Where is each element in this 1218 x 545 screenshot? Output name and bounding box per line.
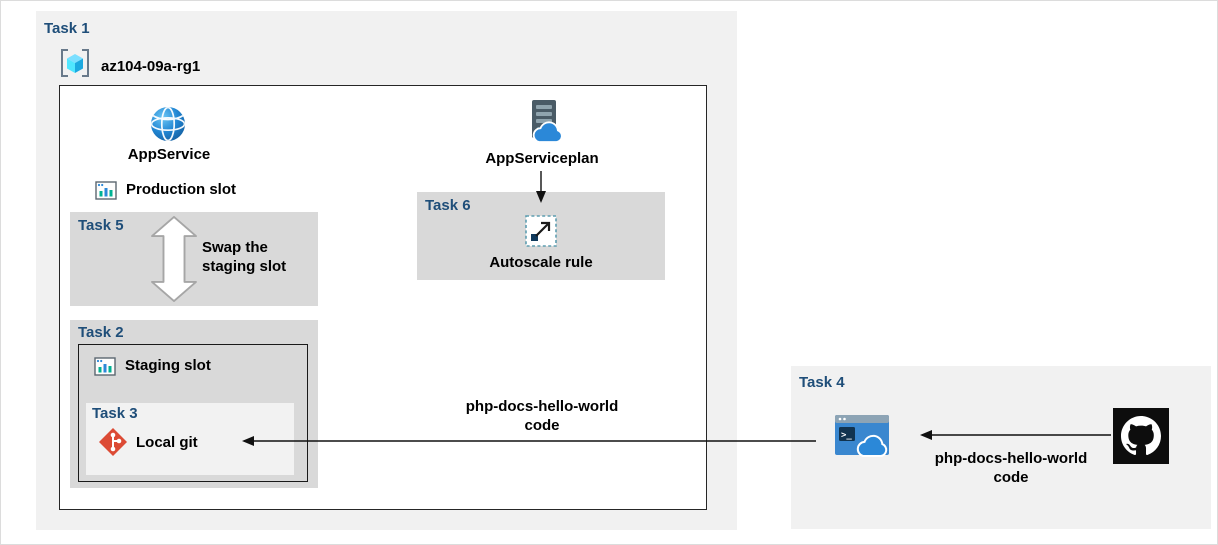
resource-group-box: AppService AppServiceplan [59,85,707,510]
task2-inner-box: Staging slot Task 3 [78,344,308,482]
task5-label: Task 5 [78,217,124,234]
task6-label: Task 6 [425,197,471,214]
app-service-plan-icon [517,98,569,150]
task4-code-label: php-docs-hello-world code [934,450,1088,486]
task5-action-label: Swap the staging slot [202,239,287,275]
task3-box: Task 3 Local git [86,403,294,475]
task3-action-label: Local git [136,434,198,451]
autoscale-rule-icon [524,214,558,248]
task4-panel: Task 4 >_ php-docs-hello-world code [791,366,1211,529]
task6-action-label: Autoscale rule [489,254,593,271]
resource-group-icon [58,46,92,80]
task5-box: Task 5 Swap the staging slot [70,212,318,306]
task1-panel: Task 1 az104-09a-rg1 [36,11,737,530]
task4-label: Task 4 [799,374,845,391]
production-slot-icon [94,178,118,202]
shell-prompt-glyph: >_ [841,431,852,441]
task6-box: Task 6 Autoscale rule [417,192,665,280]
staging-slot-icon [93,354,117,378]
task1-label: Task 1 [44,20,90,37]
github-icon [1113,408,1169,464]
deploy-code-label: php-docs-hello-world code [465,398,619,434]
resource-group-name: az104-09a-rg1 [101,58,201,75]
cloud-shell-icon: >_ [834,412,894,464]
app-service-label: AppService [127,146,211,163]
production-slot-label: Production slot [126,181,236,198]
staging-slot-label: Staging slot [125,357,211,374]
git-icon [98,427,128,457]
task2-box: Task 2 Staging slot [70,320,318,488]
task2-label: Task 2 [78,324,124,341]
app-service-globe-icon [149,105,187,143]
swap-arrows-icon [150,216,198,302]
task3-label: Task 3 [92,405,138,422]
app-service-plan-label: AppServiceplan [485,150,599,167]
